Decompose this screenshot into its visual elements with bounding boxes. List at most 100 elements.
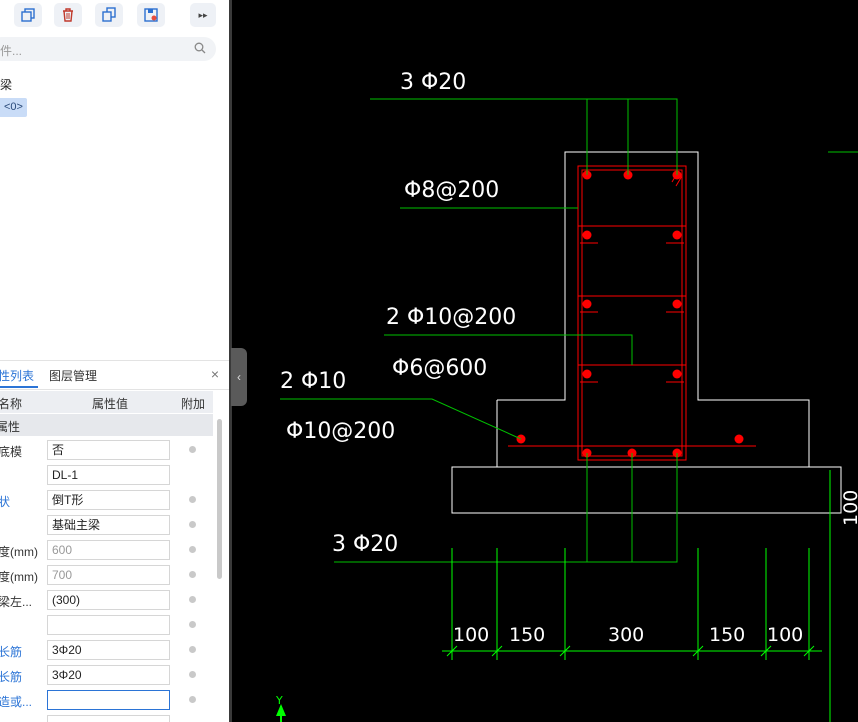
cad-drawing-canvas[interactable]: 3 Φ20 Φ8@200 2 Φ10@200 Φ6@600 2 Φ10 Φ10@… [232, 0, 858, 722]
label-tie: Φ6@600 [392, 356, 487, 381]
extra-checkbox[interactable] [189, 696, 196, 703]
property-label: 底模 [0, 445, 23, 459]
property-row[interactable]: 造或... [0, 688, 213, 713]
axis-arrow [276, 704, 286, 716]
property-value-field[interactable] [47, 690, 170, 710]
search-box[interactable]: 件... [0, 37, 216, 61]
property-value-field[interactable]: 倒T形 [47, 490, 170, 510]
property-row[interactable]: 梁左... (300) [0, 588, 213, 613]
header-extra: 附加 [181, 397, 206, 411]
property-row[interactable]: 基础主梁 [0, 513, 213, 538]
rebar-dot [734, 434, 744, 444]
property-label: 度(mm) [0, 545, 38, 559]
property-value-field[interactable]: (300) [47, 590, 170, 610]
save-icon [144, 8, 158, 22]
extra-checkbox[interactable] [189, 646, 196, 653]
property-group[interactable]: 属性 [0, 414, 213, 436]
tree-item-selected[interactable]: <0> [0, 98, 27, 117]
copy-to-floor-button[interactable] [95, 3, 123, 27]
dim-tick [446, 645, 458, 657]
property-label: 梁左... [0, 595, 33, 609]
property-label: 造或... [0, 695, 33, 709]
property-row[interactable]: 度(mm) 600 [0, 538, 213, 563]
foundation-pad-outline [451, 466, 842, 514]
rebar-dots [516, 170, 744, 458]
leader-top-bars [370, 98, 678, 175]
tab-property-list[interactable]: 性列表 [0, 369, 35, 383]
dim-300: 300 [608, 624, 644, 646]
label-flange-dist: Φ10@200 [286, 419, 395, 444]
property-row[interactable]: 底模 否 [0, 438, 213, 463]
extra-checkbox[interactable] [189, 621, 196, 628]
extra-checkbox[interactable] [189, 596, 196, 603]
close-icon[interactable]: × [210, 366, 219, 382]
property-row[interactable]: 度(mm) 700 [0, 563, 213, 588]
more-icon: ▸▸ [198, 9, 208, 20]
extra-checkbox[interactable] [189, 496, 196, 503]
property-row[interactable] [0, 713, 213, 722]
extra-checkbox[interactable] [189, 571, 196, 578]
header-name: 名称 [0, 397, 23, 411]
label-side-bars: 2 Φ10@200 [386, 305, 516, 330]
dim-tick [692, 645, 704, 657]
property-value-field[interactable]: 基础主梁 [47, 515, 170, 535]
dim-150-right: 150 [709, 624, 745, 646]
rebar-dot [582, 230, 592, 240]
property-label: 度(mm) [0, 570, 38, 584]
delete-button[interactable] [54, 3, 82, 27]
leader-lines [280, 98, 858, 563]
property-value-field[interactable]: 600 [47, 540, 170, 560]
annotation-text: 3 Φ20 Φ8@200 2 Φ10@200 Φ6@600 2 Φ10 Φ10@… [280, 70, 516, 557]
active-tab-indicator [0, 386, 38, 388]
extra-checkbox[interactable] [189, 671, 196, 678]
extra-checkbox[interactable] [189, 521, 196, 528]
property-value-field[interactable]: DL-1 [47, 465, 170, 485]
save-button[interactable] [137, 3, 165, 27]
copy-to-floor-icon [102, 7, 116, 22]
dim-100-left: 100 [453, 624, 489, 646]
property-row[interactable] [0, 613, 213, 638]
rebar-dot [582, 299, 592, 309]
label-top-bars: 3 Φ20 [400, 70, 466, 95]
beam-outline [496, 151, 810, 468]
property-value-field[interactable]: 700 [47, 565, 170, 585]
more-button[interactable]: ▸▸ [190, 3, 216, 27]
property-label: 状 [0, 495, 11, 509]
extra-checkbox[interactable] [189, 546, 196, 553]
copy-icon [21, 8, 35, 22]
property-value-field[interactable] [47, 615, 170, 635]
chevron-left-icon: ‹ [237, 370, 241, 384]
dim-tick [559, 645, 571, 657]
extra-checkbox[interactable] [189, 446, 196, 453]
dim-tick [760, 645, 772, 657]
concrete-outline [451, 151, 842, 514]
panel-scrollbar[interactable] [217, 419, 222, 579]
property-value-field[interactable] [47, 715, 170, 722]
property-label: 长筋 [0, 670, 23, 684]
rebar-dot [672, 299, 682, 309]
dim-tick [491, 645, 503, 657]
stirrup-outer [577, 165, 687, 461]
panel-divider[interactable] [229, 0, 232, 722]
component-panel: ▸▸ 件... 梁 <0> 性列表 图层管理 × 名称 属性值 附加 属性 底模… [0, 0, 229, 722]
collapse-panel-button[interactable]: ‹ [231, 348, 247, 406]
grid-header: 名称 属性值 附加 [0, 391, 213, 413]
label-stirrup: Φ8@200 [404, 178, 499, 203]
stirrup-inner [581, 169, 683, 457]
property-value-field[interactable]: 否 [47, 440, 170, 460]
group-label: 属性 [0, 420, 21, 434]
rebar-dot [672, 369, 682, 379]
property-value-field[interactable]: 3Φ20 [47, 665, 170, 685]
copy-button[interactable] [14, 3, 42, 27]
dimension-lines [442, 470, 831, 722]
property-row[interactable]: DL-1 [0, 463, 213, 488]
rebar-cage [508, 165, 756, 461]
dim-150-left: 150 [509, 624, 545, 646]
tab-layer-management[interactable]: 图层管理 [49, 369, 98, 383]
property-row[interactable]: 状 倒T形 [0, 488, 213, 513]
property-row[interactable]: 长筋 3Φ20 [0, 663, 213, 688]
property-value-field[interactable]: 3Φ20 [47, 640, 170, 660]
tree-category[interactable]: 梁 [0, 78, 13, 92]
